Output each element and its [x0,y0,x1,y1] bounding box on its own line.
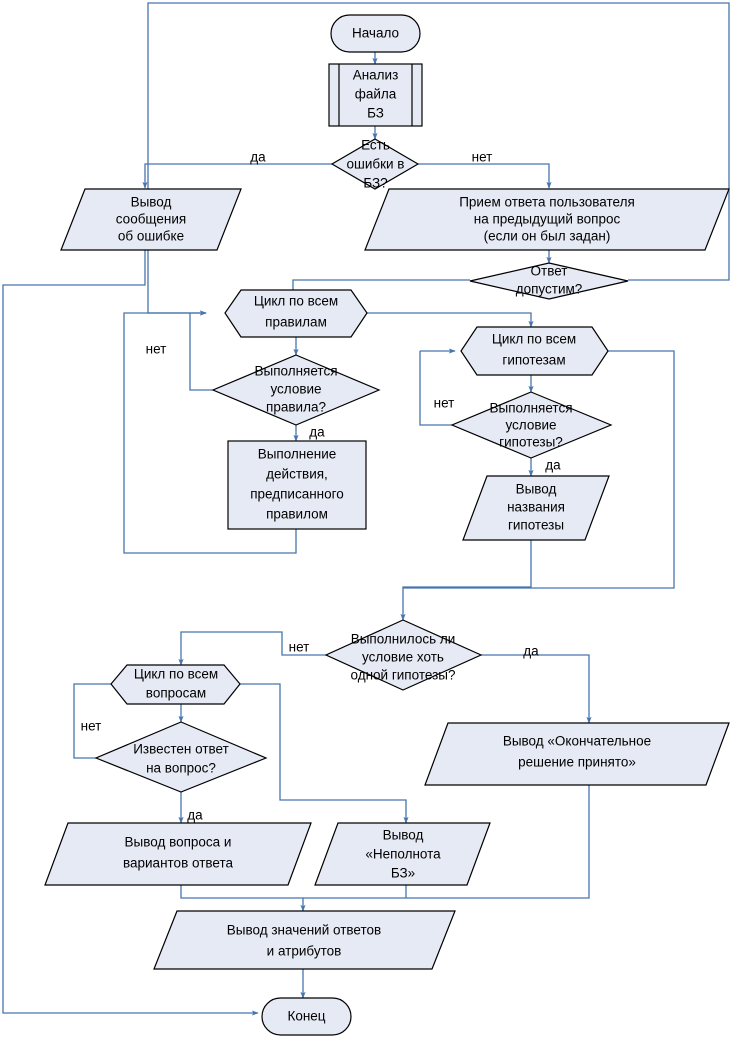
node-hypothesis-output-line2: названия [507,500,565,515]
node-hypotheses-loop[interactable]: Цикл по всем гипотезам [460,326,609,376]
node-answer-known-line2: на вопрос? [146,761,216,776]
node-hypothesis-condition[interactable]: Выполняется условие гипотезы? [450,391,613,459]
node-final-output-line2: решение принято» [518,755,636,770]
node-incomplete-output-line3: БЗ» [391,866,415,881]
node-hypothesis-output[interactable]: Вывод названия гипотезы [462,475,610,541]
node-incomplete-output-line1: Вывод [383,828,424,843]
node-final-output-line1: Вывод «Окончательное [503,734,651,749]
node-rule-action[interactable]: Выполнение действия, предписанного прави… [227,440,367,530]
node-question-output-line2: вариантов ответа [123,856,234,871]
node-values-output-line1: Вывод значений ответов [227,923,381,938]
node-receive-answer-line1: Прием ответа пользователя [459,195,635,210]
node-rule-action-line2: действия, [266,467,328,482]
node-answer-valid[interactable]: Ответ допустим? [469,262,629,300]
edge-action-back-to-rules-loop [123,310,297,554]
node-end-label: Конец [287,1009,325,1024]
edge-errors-yes-to-error-output [142,163,332,189]
node-any-hypothesis-line3: одной гипотезы? [351,668,456,683]
node-error-output[interactable]: Вывод сообщения об ошибке [60,188,242,251]
edge-label-any-hypothesis-yes: да [523,644,539,659]
node-any-hypothesis[interactable]: Выполнилось ли условие хоть одной гипоте… [324,619,483,691]
node-errors-check[interactable]: Есть ошибки в БЗ? [330,138,420,191]
edge-rule-no-back-to-loop [189,313,213,391]
node-hypothesis-condition-line3: гипотезы? [499,435,563,450]
edge-label-errors-no: нет [472,150,493,165]
node-answer-known[interactable]: Известен ответ на вопрос? [94,721,268,793]
edge-any-hypothesis-no-to-questions-loop [178,631,326,666]
node-hypothesis-condition-line1: Выполняется [489,401,572,416]
edge-any-hypothesis-yes-to-final-output [481,654,592,724]
node-rule-action-line3: предписанного [250,487,344,502]
node-question-output[interactable]: Вывод вопроса и вариантов ответа [44,822,312,886]
node-questions-loop-line1: Цикл по всем [134,667,218,682]
node-rules-loop-line2: правилам [265,315,327,330]
node-errors-check-line1: Есть [361,138,390,153]
node-rule-condition-line1: Выполняется [254,364,337,379]
edge-label-layer: да нет нет да нет да нет да нет да [81,150,562,823]
edge-label-any-hypothesis-no: нет [289,640,310,655]
node-errors-check-line3: БЗ? [363,176,387,191]
node-receive-answer-line2: на предыдущий вопрос [474,212,621,227]
node-analyze-line1: Анализ [353,68,399,83]
edge-rules-loop-to-hypotheses-loop [367,312,534,328]
node-error-output-line2: сообщения [116,212,186,227]
node-values-output[interactable]: Вывод значений ответов и атрибутов [153,910,456,970]
node-final-decision-output[interactable]: Вывод «Окончательное решение принято» [424,722,730,786]
node-rule-action-line1: Выполнение [258,447,337,462]
node-values-output-line2: и атрибутов [267,944,342,959]
edge-answer-valid-right-top-rail [147,2,730,316]
node-incomplete-output-line2: «Неполнота [365,847,441,862]
node-question-output-line1: Вывод вопроса и [125,835,232,850]
node-analyze-line2: файла [355,87,397,102]
node-incomplete-output[interactable]: Вывод «Неполнота БЗ» [314,822,491,886]
node-error-output-line1: Вывод [131,195,172,210]
edge-answer-known-no-back [73,681,125,759]
node-hypotheses-loop-line2: гипотезам [502,353,565,368]
node-rule-condition[interactable]: Выполняется условие правила? [211,354,381,426]
node-any-hypothesis-line2: условие хоть [362,650,444,665]
edge-question-output-to-values-output [180,885,306,912]
node-hypothesis-condition-line2: условие [505,418,556,433]
edge-errors-no-to-receive-answer [418,163,552,189]
node-questions-loop[interactable]: Цикл по всем вопросам [110,664,241,705]
edge-error-output-to-left-rail [2,250,259,1016]
node-answer-known-line1: Известен ответ [133,742,229,757]
node-rule-condition-line3: правила? [266,400,326,415]
node-analyze-kb-file[interactable]: Анализ файла БЗ [328,63,423,127]
node-errors-check-line2: ошибки в [347,157,405,172]
edge-label-answer-known-yes: да [187,808,203,823]
connector-layer [2,2,730,1016]
edge-questions-loop-exit-to-incomplete [240,683,409,824]
edge-hypothesis-no-back [419,351,452,426]
node-end[interactable]: Конец [261,997,352,1036]
node-start[interactable]: Начало [330,14,421,53]
edge-label-hypothesis-no: нет [434,396,455,411]
node-hypothesis-output-line1: Вывод [516,482,557,497]
edge-label-rule-yes: да [309,425,325,440]
node-receive-answer[interactable]: Прием ответа пользователя на предыдущий … [364,188,730,251]
node-rule-action-line4: правилом [266,507,328,522]
node-rules-loop-line1: Цикл по всем [254,294,338,309]
edge-label-questions-no: нет [81,719,102,734]
node-start-label: Начало [352,26,399,41]
node-receive-answer-line3: (если он был задан) [484,229,611,244]
edge-hypotheses-loop-exit-right-rail [403,350,675,589]
node-rules-loop[interactable]: Цикл по всем правилам [224,289,368,338]
edge-label-errors-yes: да [250,150,266,165]
node-answer-valid-line1: Ответ [531,264,568,279]
node-hypothesis-output-line3: гипотезы [508,518,564,533]
node-analyze-line3: БЗ [367,106,384,121]
edge-hypothesis-output-back [400,540,532,621]
edge-label-rule-no: нет [146,342,167,357]
node-questions-loop-line2: вопросам [146,686,206,701]
node-rule-condition-line2: условие [270,382,321,397]
node-hypotheses-loop-line1: Цикл по всем [492,332,576,347]
node-any-hypothesis-line1: Выполнилось ли [351,632,456,647]
node-error-output-line3: об ошибке [118,229,184,244]
node-answer-valid-line2: допустим? [516,282,583,297]
edge-label-hypothesis-yes: да [545,458,561,473]
edge-final-output-to-values-output [303,785,590,899]
